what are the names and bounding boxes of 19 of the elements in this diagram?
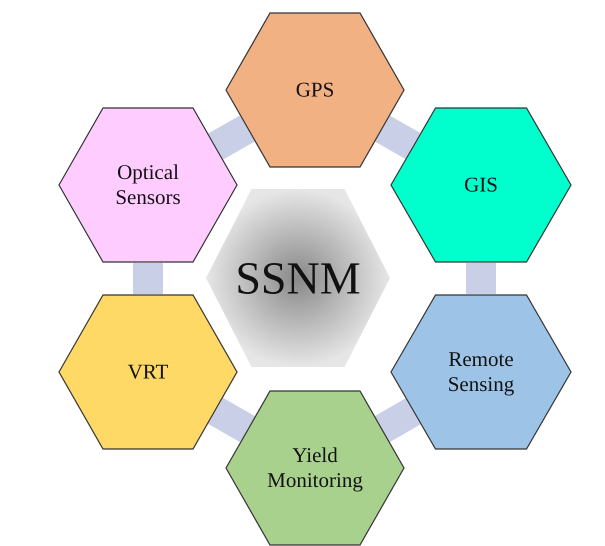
node-label: GPS [294, 77, 336, 103]
node-label: Remote Sensing [446, 346, 516, 398]
connector-band [208, 398, 255, 442]
node-label: GIS [463, 172, 499, 198]
connector-band [375, 116, 420, 159]
connector-band [374, 398, 420, 442]
connector-band [208, 116, 255, 160]
hexagon [390, 107, 572, 263]
node-label: Optical Sensors [114, 160, 182, 210]
hexagon [58, 107, 238, 263]
node-label: VRT [126, 359, 170, 385]
connector-band [466, 263, 496, 294]
hexagon [225, 390, 405, 546]
hexagon [205, 188, 391, 368]
hexagon [58, 294, 238, 450]
hexagon [390, 294, 572, 450]
node-label: Yield Monitoring [266, 442, 364, 494]
node-label: SSNM [234, 251, 362, 306]
hexagon [225, 12, 405, 168]
